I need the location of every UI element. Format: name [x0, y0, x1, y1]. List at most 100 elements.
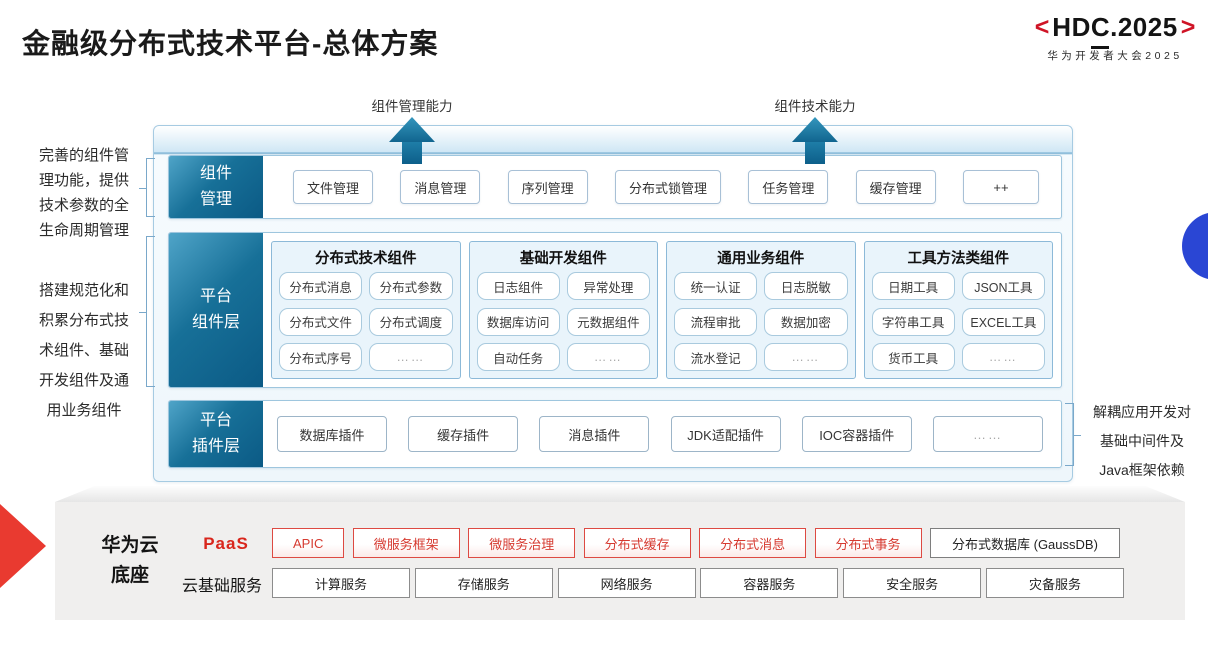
component-layer-row: 平台 组件层 分布式技术组件 分布式消息分布式参数分布式文件分布式调度分布式序号…	[168, 232, 1062, 388]
component-mgmt-row: 组件 管理 文件管理消息管理序列管理分布式锁管理任务管理缓存管理++	[168, 155, 1062, 219]
component-mgmt-chip: 消息管理	[400, 170, 481, 204]
plugin-layer-items: 数据库插件缓存插件消息插件 JDK适配插件 IOC容器插件 ……	[277, 401, 1043, 467]
component-cell: 分布式文件	[279, 307, 363, 336]
logo-name: HDC.2025	[1052, 12, 1178, 42]
component-cell: 分布式参数	[369, 272, 453, 300]
component-mgmt-items: 文件管理消息管理序列管理分布式锁管理任务管理缓存管理 ++	[293, 156, 1039, 218]
component-mgmt-chip: 文件管理	[293, 170, 374, 204]
component-column: 分布式技术组件 分布式消息分布式参数分布式文件分布式调度分布式序号……	[271, 241, 461, 379]
up-arrow-shaft	[805, 141, 825, 164]
iaas-service-chip: 计算服务	[272, 568, 410, 598]
paas-label: PaaS	[203, 534, 249, 553]
component-cell: 分布式调度	[369, 307, 453, 336]
component-cell: 自动任务	[476, 343, 560, 372]
plugin-chip: 数据库插件	[277, 416, 387, 452]
blue-circle-decoration	[1182, 212, 1208, 280]
plugin-layer-row: 平台 插件层 数据库插件缓存插件消息插件 JDK适配插件 IOC容器插件 ……	[168, 400, 1062, 468]
component-cell: 日志组件	[476, 272, 560, 300]
component-cell: 数据加密	[764, 307, 848, 336]
component-cell: 统一认证	[674, 272, 758, 300]
red-pointer-arrow-icon	[0, 504, 46, 588]
hdc-logo-row: < HDC.2025 >	[1022, 12, 1208, 49]
capability-arrow-management: 组件管理能力	[332, 95, 492, 164]
component-cell: ……	[764, 343, 848, 372]
paas-service-chip: 微服务框架	[352, 528, 460, 558]
logo-c-underline	[1091, 46, 1109, 49]
capability-arrow-label: 组件技术能力	[774, 99, 856, 114]
plugin-chip: 消息插件	[539, 416, 650, 452]
component-cell: 元数据组件	[566, 307, 650, 336]
logo-left-bracket: <	[1034, 13, 1050, 41]
bracket-connector-left-1	[139, 158, 155, 217]
note-plugin-layer: 解耦应用开发对 基础中间件及 Java框架依赖	[1093, 404, 1191, 478]
paas-service-chip: 分布式缓存	[583, 528, 691, 558]
gaussdb-chip: 分布式数据库 (GaussDB)	[929, 528, 1120, 558]
iaas-service-chip: 存储服务	[414, 568, 553, 598]
component-mgmt-chip: 分布式锁管理	[614, 170, 721, 204]
component-mgmt-chip: 序列管理	[507, 170, 588, 204]
logo-right-bracket: >	[1180, 13, 1196, 41]
iaas-services-row: 计算服务存储服务网络服务容器服务安全服务灾备服务	[272, 568, 1124, 598]
component-column-title: 基础开发组件	[519, 251, 607, 267]
capability-arrow-label: 组件管理能力	[371, 99, 453, 114]
bracket-connector-right	[1065, 403, 1081, 466]
paas-service-chip: 分布式事务	[814, 528, 922, 558]
component-cell: 货币工具	[871, 343, 955, 372]
component-cell: ……	[961, 343, 1045, 372]
iaas-label: 云基础服务	[181, 578, 262, 595]
component-column-title: 通用业务组件	[717, 251, 805, 267]
iaas-service-chip: 灾备服务	[985, 568, 1124, 598]
bracket-connector-left-2	[139, 236, 155, 387]
component-column-title: 分布式技术组件	[315, 251, 417, 267]
hdc-logo: < HDC.2025 > 华为开发者大会2025	[1022, 12, 1208, 63]
component-cell: EXCEL工具	[961, 307, 1045, 336]
component-cell: JSON工具	[961, 272, 1045, 300]
iaas-service-chip: 网络服务	[557, 568, 696, 598]
cloud-platform-top-face	[55, 486, 1185, 502]
up-arrow-shaft	[402, 141, 422, 164]
component-mgmt-chip: 缓存管理	[855, 170, 936, 204]
iaas-service-chip: 安全服务	[843, 568, 982, 598]
page-title: 金融级分布式技术平台-总体方案	[22, 28, 439, 59]
component-cell: 异常处理	[566, 272, 650, 300]
plugin-chip: ……	[932, 416, 1043, 452]
component-cell: ……	[369, 343, 453, 372]
note-component-layer: 搭建规范化和 积累分布式技 术组件、基础 开发组件及通 用业务组件	[38, 282, 129, 419]
capability-arrow-technology: 组件技术能力	[735, 95, 895, 164]
paas-service-chip: 分布式消息	[699, 528, 807, 558]
component-column: 通用业务组件 统一认证日志脱敏流程审批数据加密流水登记……	[666, 241, 856, 379]
plugin-chip: JDK适配插件	[670, 416, 781, 452]
note-component-management: 完善的组件管 理功能，提供 技术参数的全 生命周期管理	[38, 147, 129, 239]
plugin-layer-label: 平台 插件层	[169, 401, 263, 467]
component-layer-columns: 分布式技术组件 分布式消息分布式参数分布式文件分布式调度分布式序号…… 基础开发…	[271, 241, 1053, 379]
component-cell: 分布式序号	[279, 343, 363, 372]
component-cell: 日志脱敏	[764, 272, 848, 300]
plugin-chip: 缓存插件	[408, 416, 519, 452]
component-cell: 字符串工具	[871, 307, 955, 336]
up-arrow-icon	[792, 117, 838, 142]
component-column-items: 日志组件异常处理数据库访问元数据组件自动任务……	[476, 272, 650, 373]
paas-service-chip: 微服务治理	[468, 528, 576, 558]
component-column-items: 统一认证日志脱敏流程审批数据加密流水登记……	[674, 272, 848, 373]
logo-subtitle: 华为开发者大会2025	[1047, 50, 1183, 62]
component-cell: 流程审批	[674, 307, 758, 336]
iaas-service-chip: 容器服务	[700, 568, 839, 598]
paas-service-chip: APIC	[272, 528, 345, 558]
cloud-base-label: 华为云 底座	[101, 535, 159, 586]
component-mgmt-chip: ++	[962, 170, 1039, 204]
component-cell: 日期工具	[871, 272, 955, 300]
component-column: 基础开发组件 日志组件异常处理数据库访问元数据组件自动任务……	[468, 241, 658, 379]
component-mgmt-chip: 任务管理	[748, 170, 829, 204]
plugin-chip: IOC容器插件	[801, 416, 912, 452]
up-arrow-icon	[389, 117, 435, 142]
component-cell: 数据库访问	[476, 307, 560, 336]
cloud-platform	[55, 502, 1185, 620]
component-column-title: 工具方法类组件	[907, 251, 1010, 267]
component-layer-label: 平台 组件层	[169, 233, 263, 387]
component-cell: ……	[566, 343, 650, 372]
component-column-items: 分布式消息分布式参数分布式文件分布式调度分布式序号……	[279, 272, 453, 373]
